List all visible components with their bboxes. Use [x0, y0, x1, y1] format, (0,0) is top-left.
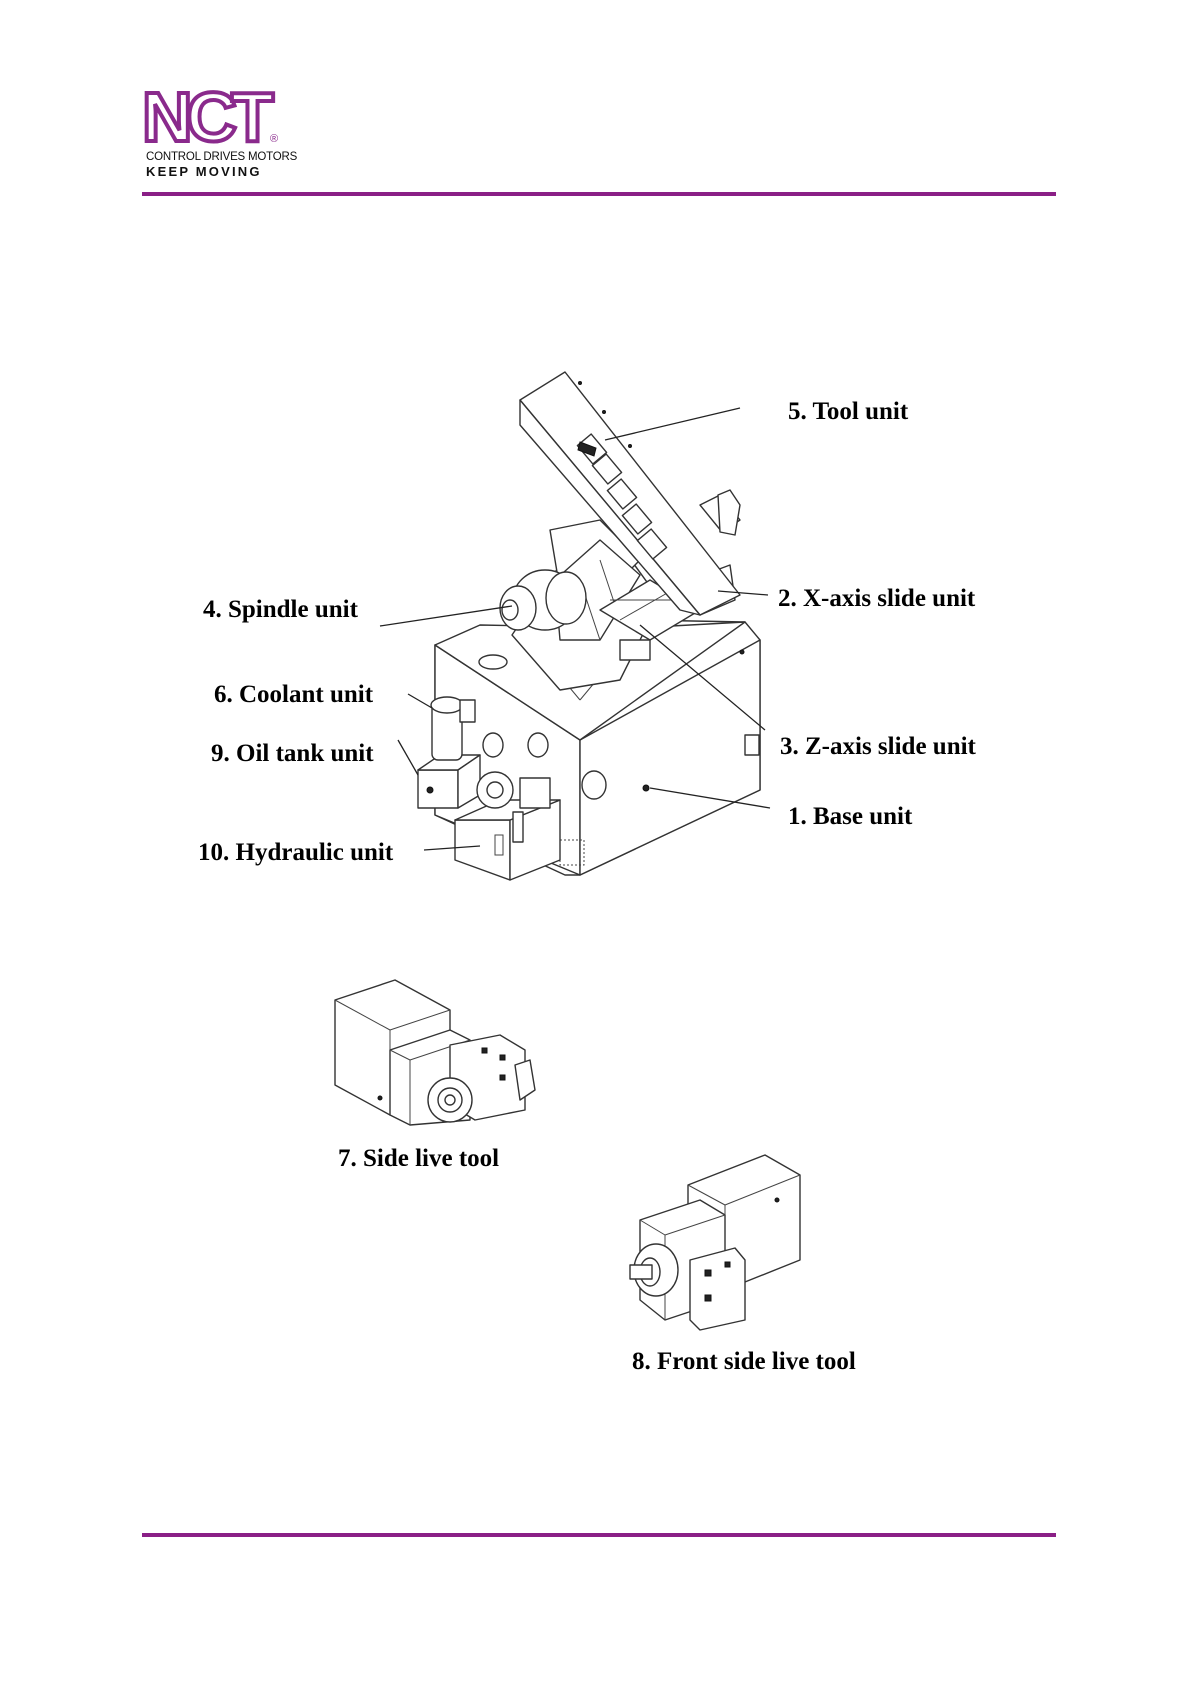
leader-spindle [380, 606, 512, 626]
label-side-live-tool: 7. Side live tool [338, 1146, 499, 1171]
label-z-axis-slide-unit: 3. Z-axis slide unit [780, 734, 976, 759]
front-side-live-tool-drawing [630, 1155, 800, 1330]
label-tool-unit: 5. Tool unit [788, 399, 908, 424]
label-oil-tank-unit: 9. Oil tank unit [211, 741, 374, 766]
label-front-side-live-tool: 8. Front side live tool [632, 1349, 856, 1374]
label-base-unit: 1. Base unit [788, 804, 912, 829]
side-live-tool-drawing [335, 980, 535, 1125]
label-x-axis-slide-unit: 2. X-axis slide unit [778, 586, 975, 611]
footer-rule [142, 1533, 1056, 1537]
label-coolant-unit: 6. Coolant unit [214, 682, 373, 707]
leader-tool-unit [605, 408, 740, 440]
label-spindle-unit: 4. Spindle unit [203, 597, 358, 622]
label-hydraulic-unit: 10. Hydraulic unit [198, 840, 393, 865]
leader-oil-tank [398, 740, 418, 775]
leader-coolant [408, 694, 432, 708]
